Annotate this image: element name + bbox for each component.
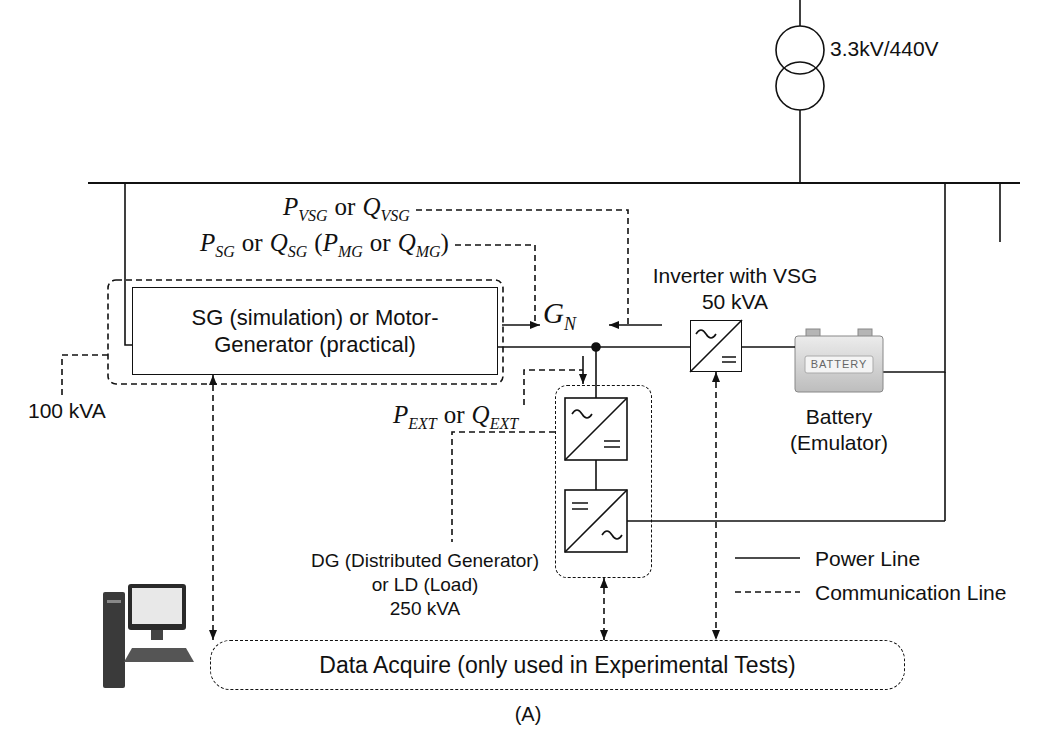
- subscript: SG: [288, 243, 308, 260]
- legend-sample-dashed: [735, 591, 800, 593]
- computer-tower: [103, 592, 125, 688]
- signal-arrow: [582, 356, 584, 384]
- monitor-stand: [151, 630, 163, 640]
- subscript: EXT: [490, 415, 518, 432]
- rating-label: 100 kVA: [28, 398, 106, 423]
- transformer-winding: [776, 62, 824, 110]
- converter-diagonal: [565, 398, 627, 460]
- connective-text: ): [441, 229, 449, 256]
- data-acquire-box: Data Acquire (only used in Experimental …: [210, 640, 905, 690]
- symbol-letter: P: [393, 401, 408, 428]
- connective-text: or: [335, 193, 356, 220]
- bus-bar: [88, 182, 1020, 184]
- inverter-box: Inverter with VSG 50 kVA: [690, 320, 742, 372]
- power-line: [883, 183, 945, 372]
- power-connector: [742, 346, 795, 348]
- communication-connector: [715, 372, 717, 640]
- text-holder: Data Acquire (only used in Experimental …: [211, 641, 904, 689]
- monitor-screen: [132, 588, 182, 624]
- ac-symbol: [602, 531, 622, 539]
- signal-arrow: [502, 324, 540, 326]
- monitor: [128, 584, 186, 630]
- ac-symbol: [696, 330, 716, 338]
- drive-slot: [107, 600, 121, 603]
- battery-icon: [795, 329, 883, 392]
- node-text: DG (Distributed Generator) or LD (Load): [306, 549, 544, 597]
- power-line: [125, 183, 132, 345]
- symbol-label-group: GN: [543, 296, 576, 336]
- power-line: [627, 520, 945, 522]
- leader-line: [452, 432, 555, 542]
- computer-icon: [103, 584, 194, 688]
- subscript: MG: [338, 243, 363, 260]
- communication-line: [524, 370, 583, 405]
- battery-node: BATTERYBattery (Emulator): [795, 328, 883, 392]
- communication-line: [416, 210, 628, 325]
- power-line: [595, 460, 597, 490]
- node-text: Inverter with VSG 50 kVA: [646, 263, 824, 316]
- symbol-letter: Q: [398, 229, 416, 256]
- feeder-line: [799, 110, 801, 183]
- transformer-winding: [776, 26, 824, 74]
- symbol-letter: G: [543, 297, 564, 329]
- text-holder: SG (simulation) or Motor-Generator (prac…: [133, 288, 497, 374]
- node-text: Battery (Emulator): [784, 404, 894, 457]
- connective-text: (: [314, 229, 322, 256]
- symbol-letter: Q: [472, 401, 490, 428]
- legend-text: Power Line: [815, 546, 920, 571]
- communication-line: [455, 245, 535, 325]
- communication-connector: [603, 578, 605, 640]
- symbol-label-group: PEXTorQEXT: [393, 400, 518, 433]
- converter-diagonal: [565, 490, 627, 552]
- connective-text: or: [444, 401, 465, 428]
- transformer-rating: 3.3kV/440V: [830, 36, 939, 61]
- symbol-letter: P: [283, 193, 298, 220]
- subscript: N: [564, 314, 576, 334]
- subscript: VSG: [381, 207, 410, 224]
- converter-diagonal: [690, 320, 742, 372]
- dc-symbol: [572, 503, 588, 509]
- leader-line: [62, 355, 108, 396]
- subscript: SG: [215, 243, 235, 260]
- symbol-letter: P: [323, 229, 338, 256]
- symbol-label-group: PSGorQSG(PMGorQMG): [200, 228, 449, 261]
- signal-arrow: [609, 324, 662, 326]
- figure-tag: (A): [488, 702, 568, 726]
- legend-text: Communication Line: [815, 580, 1006, 605]
- battery-body: [795, 336, 883, 392]
- subscript: MG: [416, 243, 441, 260]
- dc-symbol: [722, 357, 736, 362]
- node-text: 250 kVA: [306, 597, 544, 621]
- connective-text: or: [242, 229, 263, 256]
- power-connector: [498, 346, 690, 348]
- node-text: SG (simulation) or Motor-Generator (prac…: [175, 304, 455, 359]
- converter-box: [565, 490, 627, 552]
- node-text: BATTERY: [795, 357, 883, 371]
- connective-text: or: [370, 229, 391, 256]
- subscript: VSG: [298, 207, 327, 224]
- symbol-label-group: PVSGorQVSG: [283, 192, 410, 225]
- bus-stub: [999, 183, 1001, 242]
- power-line: [944, 372, 946, 521]
- symbol-letter: P: [200, 229, 215, 256]
- keyboard: [124, 648, 194, 662]
- generator-box: SG (simulation) or Motor-Generator (prac…: [132, 287, 498, 375]
- group-outline: [108, 280, 503, 384]
- symbol-letter: Q: [270, 229, 288, 256]
- power-line: [595, 347, 597, 398]
- subscript: EXT: [408, 415, 436, 432]
- feeder-line: [799, 0, 801, 26]
- converter-box: [565, 398, 627, 460]
- dg-group: DG (Distributed Generator) or LD (Load)2…: [555, 385, 652, 578]
- ac-symbol: [572, 410, 592, 418]
- dc-symbol: [604, 441, 620, 447]
- node-text: Data Acquire (only used in Experimental …: [319, 651, 795, 680]
- symbol-letter: Q: [362, 193, 380, 220]
- node-caption: DG (Distributed Generator) or LD (Load)2…: [306, 549, 544, 620]
- communication-connector: [212, 375, 214, 640]
- legend-sample-solid: [735, 557, 800, 559]
